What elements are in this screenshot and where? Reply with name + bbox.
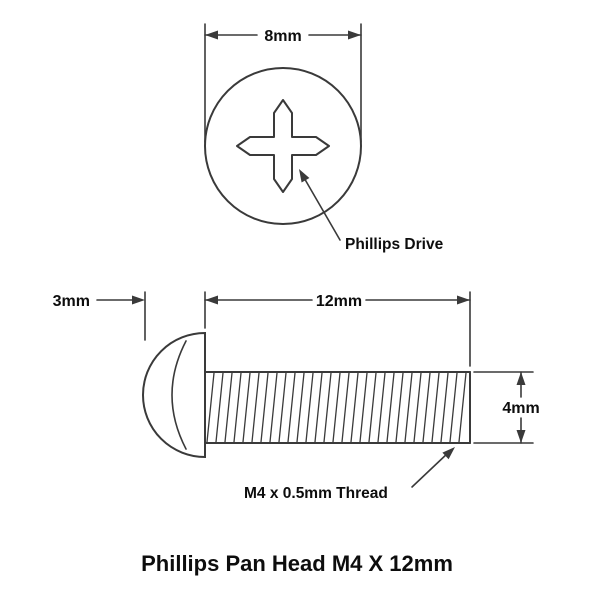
linework [96,23,534,488]
labels: 8mm Phillips Drive 3mm 12mm 4mm M4 x 0.5… [53,28,540,576]
phillips-drive-label: Phillips Drive [345,236,444,253]
arrow-phillips-drive [299,169,310,183]
pan-head-profile [142,331,206,459]
arrow-thread-spec [442,447,455,460]
arrow-4mm-down [516,430,526,443]
head-diameter-label: 8mm [264,28,301,45]
pan-head-dome-curve [171,340,187,450]
head-top-view-circle [204,67,362,225]
phillips-cross-recess [236,99,330,193]
thread-spec-leader-line [411,451,450,488]
thread-length-label: 12mm [316,293,362,310]
thread-spec-label: M4 x 0.5mm Thread [244,485,388,502]
arrow-4mm-up [516,372,526,385]
arrow-8mm-left [205,30,218,40]
arrowheads [132,30,526,460]
phillips-drive-leader-line [302,175,341,241]
thread-lines [206,372,467,443]
arrow-3mm [132,295,145,305]
arrow-8mm-right [348,30,361,40]
drawing-title: Phillips Pan Head M4 X 12mm [141,551,453,576]
arrow-12mm-left [205,295,218,305]
head-height-label: 3mm [53,293,90,310]
shaft-diameter-label: 4mm [502,400,539,417]
arrow-12mm-right [457,295,470,305]
